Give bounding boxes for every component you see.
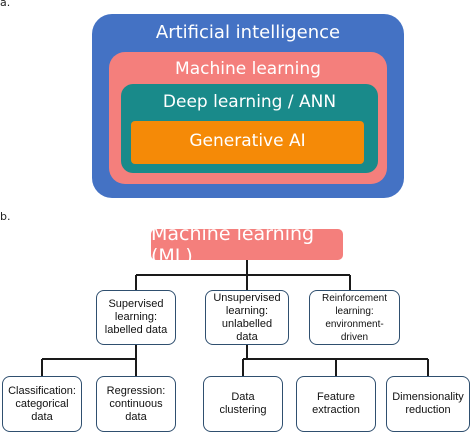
ai-label: Artificial intelligence (155, 22, 341, 43)
dimensionality-line2: reduction (405, 404, 451, 416)
clustering-line1: Data (231, 391, 255, 403)
classification-line3: data (31, 410, 53, 423)
regression-line1: Regression: (106, 384, 166, 397)
regression-line3: data (125, 410, 147, 423)
reinforcement-line1: Reinforcement (321, 292, 388, 304)
classification-line1: Classification: (8, 384, 76, 397)
unsupervised-line2: learning: (225, 304, 269, 317)
clustering-line2: clustering (219, 404, 267, 416)
classification-line2: categorical (15, 397, 69, 410)
unsupervised-line3: unlabelled data (221, 317, 273, 343)
panel-b-label: b. (0, 210, 11, 223)
supervised-line3: labelled data (104, 324, 168, 336)
panel-a-label: a. (0, 0, 11, 9)
dl-label: Deep learning / ANN (162, 92, 337, 112)
feature-line1: Feature (317, 391, 355, 403)
genai-label: Generative AI (189, 131, 306, 151)
feature-line2: extraction (312, 404, 360, 416)
supervised-line1: Supervised (108, 298, 164, 310)
reinforcement-line2: learning: (335, 305, 374, 317)
supervised-line2: learning: (114, 311, 158, 323)
reinforcement-line3: environment-driven (325, 318, 384, 343)
ml-root-box: Machine learning (ML) (151, 223, 343, 267)
dimensionality-line1: Dimensionality (392, 391, 464, 403)
unsupervised-line1: Unsupervised (213, 291, 281, 304)
ml-label: Machine learning (175, 59, 321, 79)
regression-line2: continuous (109, 397, 163, 410)
genai-box: Generative AI (131, 121, 364, 164)
